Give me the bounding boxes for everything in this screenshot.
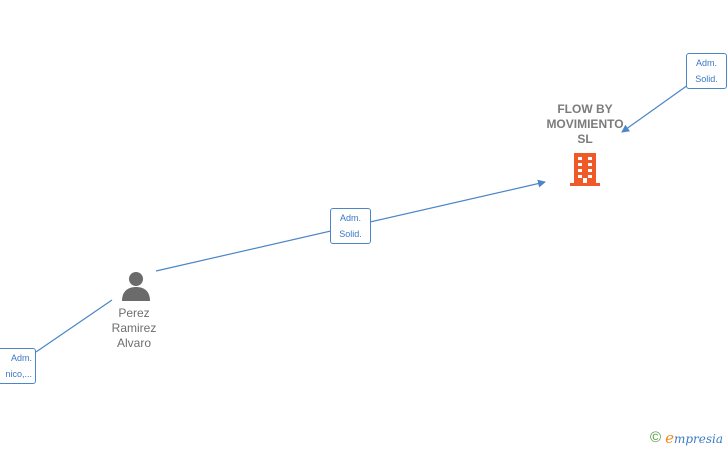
building-icon[interactable] <box>568 150 602 188</box>
company-name-line-1: FLOW BY <box>557 102 613 116</box>
edge-label-line-2: Solid. <box>695 74 718 84</box>
copyright-icon: © <box>650 429 662 446</box>
person-node-name[interactable]: Perez Ramirez Alvaro <box>96 306 172 351</box>
person-name-line-3: Alvaro <box>116 336 151 350</box>
company-node-name[interactable]: FLOW BY MOVIMIENTO SL <box>530 102 640 147</box>
edge-label-external-person[interactable]: Adm. nico,... <box>0 348 36 384</box>
edge-external-to-company <box>621 84 689 133</box>
person-icon[interactable] <box>120 270 152 302</box>
company-name-line-3: SL <box>577 132 593 146</box>
edge-label-line-1: Adm. <box>10 353 32 363</box>
edge-external-to-person <box>35 299 113 353</box>
empresia-logo: empresia <box>665 429 723 448</box>
edge-label-line-2: nico,... <box>5 369 32 379</box>
company-name-line-2: MOVIMIENTO <box>546 117 624 131</box>
empresia-watermark: © empresia <box>650 429 723 447</box>
edge-label-line-1: Adm. <box>339 213 361 223</box>
person-name-line-2: Ramirez <box>111 321 157 335</box>
edge-label-external-company[interactable]: Adm. Solid. <box>686 53 727 89</box>
person-name-line-1: Perez <box>118 306 150 320</box>
edge-label-line-1: Adm. <box>695 58 717 68</box>
edge-label-person-company[interactable]: Adm. Solid. <box>330 208 371 244</box>
empresia-logo-rest: mpresia <box>673 431 724 446</box>
empresia-logo-initial: e <box>665 428 674 447</box>
edge-label-line-2: Solid. <box>339 229 362 239</box>
